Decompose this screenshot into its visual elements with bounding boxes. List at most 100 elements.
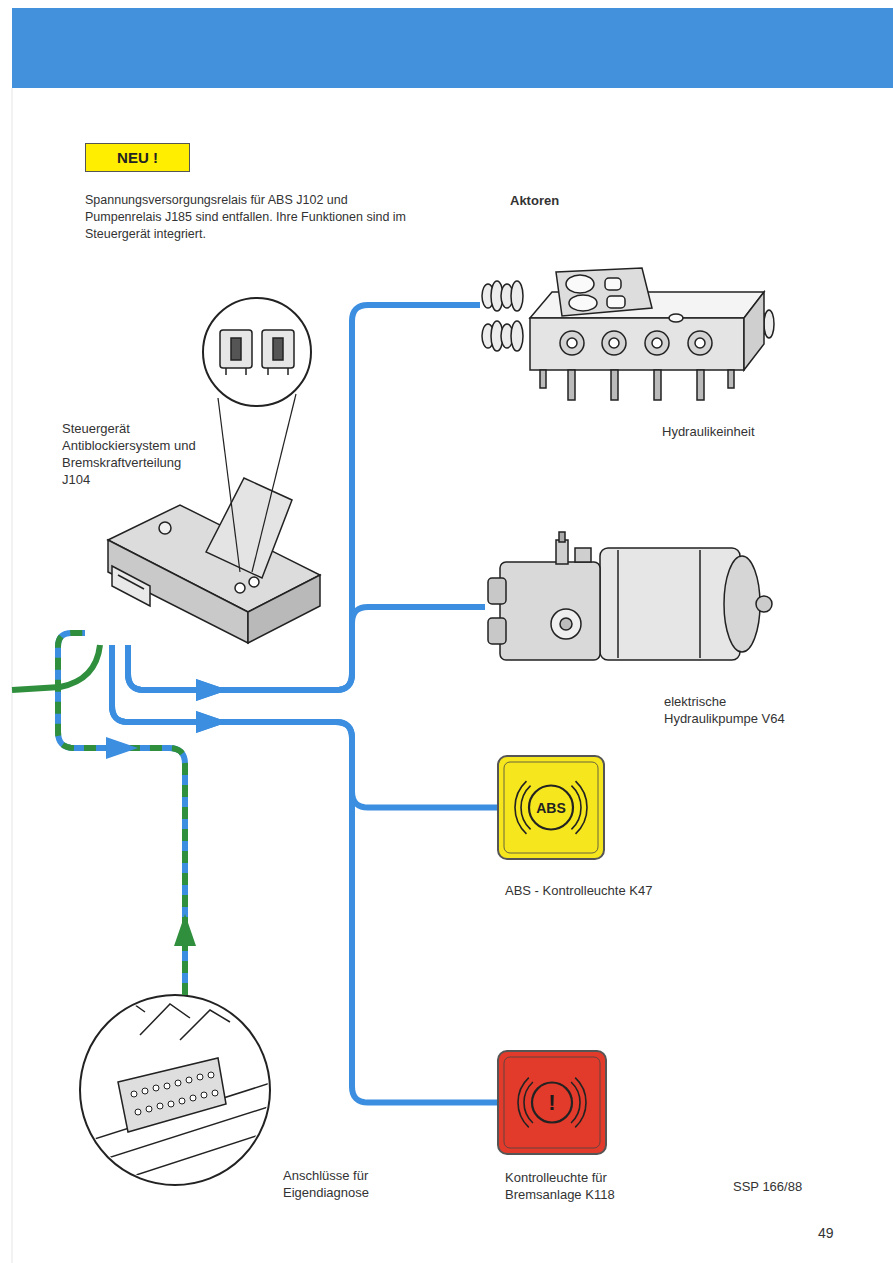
pump-drawing-part (560, 618, 572, 630)
valve-pin-part (568, 370, 575, 400)
hydraulic-unit-drawing-part (607, 296, 625, 308)
part-label: Hydraulikeinheit (662, 423, 787, 440)
pin-part (135, 1109, 141, 1115)
pin-part (153, 1085, 159, 1091)
pin-part (186, 1077, 192, 1083)
pin-part (131, 1091, 137, 1097)
relay-symbol-part (262, 330, 294, 368)
pin-part (146, 1106, 152, 1112)
header-banner (12, 8, 893, 88)
part-label: elektrische Hydraulikpumpe V64 (664, 693, 799, 727)
pump-drawing-part (551, 609, 581, 639)
arrow-head (196, 711, 228, 733)
valve-pin-part (697, 370, 704, 400)
lamp-arc (518, 1078, 529, 1128)
relay-symbol (220, 330, 294, 375)
plug (112, 566, 150, 606)
diagnosis-connector-drawing (60, 995, 290, 1190)
hydraulic-unit-drawing-part (556, 268, 652, 316)
part-label: Kontrolleuchte für Bremsanlage K118 (505, 1169, 675, 1203)
part-label: ABS - Kontrolleuchte K47 (505, 882, 725, 899)
hydraulic-unit-drawing-part (669, 314, 683, 322)
lamp-arc (524, 1082, 533, 1123)
symbol-text: ABS (536, 799, 566, 817)
relay-symbol-part (225, 368, 227, 375)
lamp-arc (576, 781, 587, 834)
brake-warning-lamp: !Kontrolleuchte für Bremsanlage K118 (497, 1050, 607, 1155)
pipe-port-part (609, 338, 619, 348)
pin-part (157, 1103, 163, 1109)
lamp-arc (515, 781, 526, 834)
valve-pin-part (728, 370, 734, 388)
lamp-inner-frame (504, 1057, 600, 1148)
pin-part (168, 1101, 174, 1107)
control-unit-drawing-part (248, 575, 320, 643)
section-heading: Aktoren (510, 192, 630, 210)
valve-pin-part (611, 370, 618, 400)
pump-drawing-part (575, 548, 591, 562)
arrow-head (196, 679, 228, 701)
lamp-arc (571, 1082, 580, 1123)
diagnosis-connector-drawing-part-part (118, 1058, 226, 1132)
relay-symbol-part (273, 338, 283, 360)
pipe-port-part (567, 338, 577, 348)
diagnosis-connector-drawing-part-part (90, 1125, 290, 1190)
part-label: Anschlüsse für Eigendiagnose (283, 1167, 408, 1201)
hydraulic-unit-drawing-part (566, 275, 594, 293)
connector-dash (58, 633, 185, 995)
part-label: Steuergerät Antiblockiersystem und Brems… (62, 420, 212, 488)
pin-part (142, 1088, 148, 1094)
symbol-text: ! (548, 1090, 555, 1116)
hydraulic-unit-drawing (482, 268, 774, 400)
pin-part (197, 1074, 203, 1080)
pump-drawing-part (724, 556, 760, 652)
pump-drawing-part (488, 618, 506, 644)
relay-symbol-part (267, 368, 269, 375)
connector (58, 633, 196, 995)
pin-part (190, 1095, 196, 1101)
callout-circle (203, 298, 311, 406)
pin-part (175, 1080, 181, 1086)
relay-symbol-part (231, 338, 241, 360)
pump-drawing-part (500, 562, 600, 660)
lid (206, 478, 292, 578)
bellows-part (511, 281, 523, 311)
pump-drawing-part (559, 532, 565, 542)
connector-line (128, 305, 480, 690)
symbol-text: NEU ! (117, 148, 158, 167)
diagnosis-connector-drawing-part-part (100, 1000, 145, 1030)
pin-part (164, 1083, 170, 1089)
control-unit-drawing-part (218, 398, 240, 572)
pipe-port-part (602, 331, 626, 355)
control-unit-drawing-part (252, 394, 296, 572)
page-number: 49 (818, 1224, 858, 1243)
header-banner-part (12, 8, 893, 88)
relay-symbol-part (220, 330, 252, 368)
pump-drawing-part (488, 578, 506, 604)
page-rule (12, 88, 13, 1263)
pipe-port-part (688, 331, 712, 355)
hydraulic-unit-drawing-part (569, 295, 597, 311)
pin-part (179, 1098, 185, 1104)
hydraulic-unit: Hydraulikeinheit (480, 255, 790, 445)
valve-pin-part (540, 370, 546, 388)
pipe-port-part (645, 331, 669, 355)
control-unit-drawing (108, 298, 320, 643)
pin-part (201, 1092, 207, 1098)
relay-symbol-part (287, 368, 289, 375)
pipe-port (560, 331, 712, 355)
figure-number: SSP 166/88 (733, 1178, 843, 1196)
hydraulic-pump: elektrische Hydraulikpumpe V64 (485, 535, 780, 735)
pump-drawing-part (617, 550, 619, 658)
pipe-port-part (695, 338, 705, 348)
connector (112, 645, 497, 808)
diagnosis-connector-drawing-part (60, 1000, 290, 1190)
hydraulic-unit-drawing-part (530, 318, 744, 370)
connector-line (128, 607, 485, 690)
connector (112, 645, 497, 1103)
control-unit-drawing-part (249, 577, 259, 587)
pump-drawing (488, 532, 772, 660)
